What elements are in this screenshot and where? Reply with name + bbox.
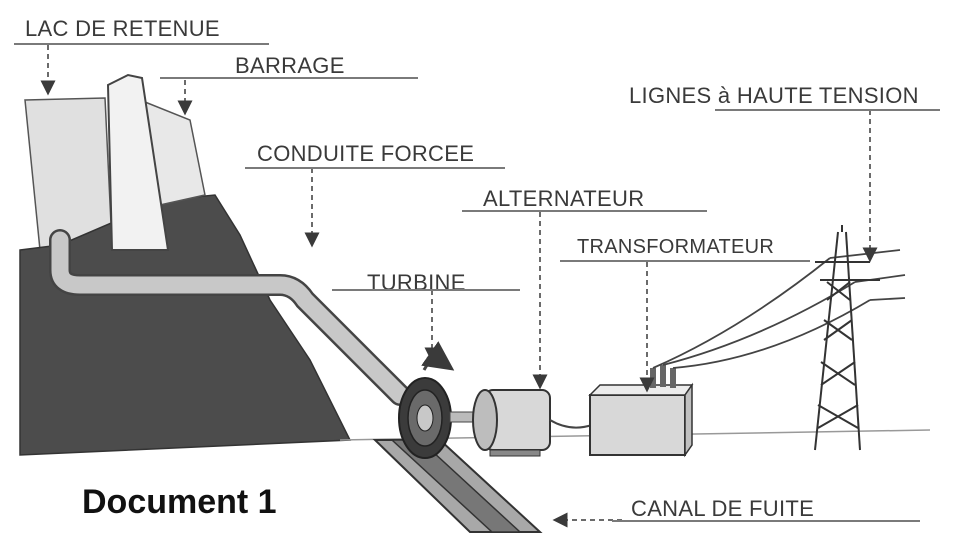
label-lignes-haute-tension: LIGNES à HAUTE TENSION (629, 83, 919, 108)
underline-canal (612, 520, 920, 522)
label-lac-de-retenue: LAC DE RETENUE (25, 16, 220, 41)
document-title: Document 1 (82, 483, 277, 521)
reservoir-water (24, 97, 113, 251)
underline-alternateur (462, 210, 707, 212)
alternator-cable (549, 419, 593, 429)
pointer-arrows (40, 45, 878, 528)
underline-conduite (245, 167, 505, 169)
transformer-unit (588, 365, 694, 458)
label-turbine: TURBINE (367, 270, 466, 295)
label-barrage: BARRAGE (235, 53, 345, 78)
underline-turbine (332, 289, 520, 291)
dam-wall (106, 73, 170, 251)
turbine-wheel (398, 377, 452, 459)
underline-barrage (160, 77, 418, 79)
alternator-machine (472, 389, 551, 457)
rotation-arrow (421, 341, 455, 371)
label-transformateur: TRANSFORMATEUR (577, 236, 775, 258)
transmission-pylon (814, 225, 880, 451)
underline-lignes (715, 109, 940, 111)
label-conduite-forcee: CONDUITE FORCEE (257, 141, 475, 166)
underline-lac (14, 43, 269, 45)
label-alternateur: ALTERNATEUR (483, 186, 645, 211)
underline-transformateur (560, 260, 810, 262)
power-lines (652, 257, 871, 369)
label-canal-de-fuite: CANAL DE FUITE (631, 496, 815, 521)
